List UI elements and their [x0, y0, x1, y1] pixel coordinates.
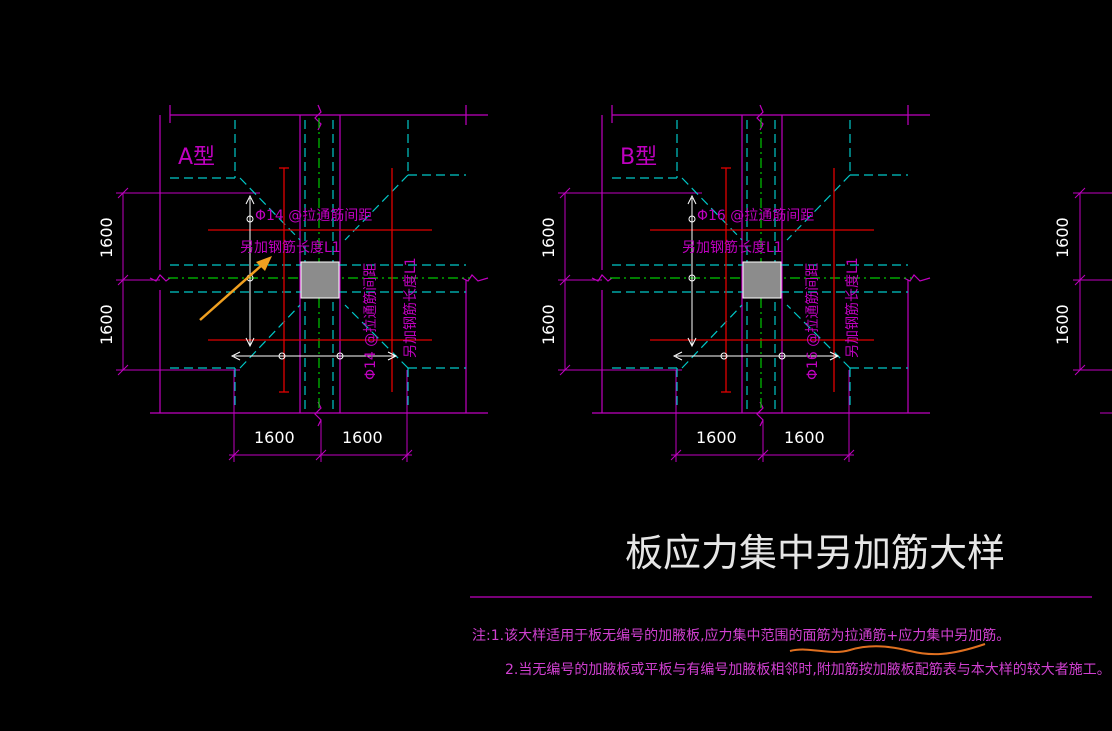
rebar-length-top-a: 另加钢筋长度L1	[240, 239, 341, 256]
type-label-a: A型	[178, 145, 215, 170]
rebar-label-side-a: Φ14 @拉通筋间距	[362, 263, 379, 380]
drawing-title: 板应力集中另加筋大样	[625, 531, 1005, 575]
dim-vertical-lower-b: 1600	[539, 304, 558, 345]
type-label-b: B型	[620, 145, 657, 170]
dim-vertical-upper-a: 1600	[97, 217, 116, 258]
rebar-label-top-b: Φ16 @拉通筋间距	[697, 207, 814, 224]
detail-b: B型 Φ16 @拉通筋间距 另加钢筋长度L1 Φ16 @拉通筋间距 另加钢筋长度…	[539, 104, 931, 462]
annotation-arrow-a	[199, 256, 272, 321]
column-a	[300, 261, 340, 299]
dimension-lines-c	[1073, 187, 1112, 414]
rebar-label-side-b: Φ16 @拉通筋间距	[804, 263, 821, 380]
rebar-label-top-a: Φ14 @拉通筋间距	[255, 207, 372, 224]
dim-horizontal-left-a: 1600	[254, 428, 295, 447]
rebar-extent-markers-a	[230, 194, 398, 361]
note-1: 注:1.该大样适用于板无编号的加腋板,应力集中范围的面筋为拉通筋+应力集中另加筋…	[472, 627, 1010, 644]
dim-vertical-upper-c: 1600	[1053, 217, 1072, 258]
slab-outline-b	[591, 104, 931, 427]
dim-vertical-upper-b: 1600	[539, 217, 558, 258]
rebar-length-top-b: 另加钢筋长度L1	[682, 239, 783, 256]
rebar-length-side-b: 另加钢筋长度L1	[844, 257, 861, 358]
additional-rebar-b	[650, 167, 874, 393]
note-2: 2.当无编号的加腋板或平板与有编号加腋板相邻时,附加筋按加腋板配筋表与本大样的较…	[505, 661, 1111, 678]
column-b	[742, 261, 782, 299]
annotation-scribble	[789, 643, 986, 656]
detail-c-partial: 1600 1600	[1053, 187, 1112, 414]
rebar-length-side-a: 另加钢筋长度L1	[402, 257, 419, 358]
additional-rebar-a	[208, 167, 432, 393]
dimension-lines-b	[558, 187, 855, 462]
detail-a: A型 Φ14 @拉通筋间距 另加钢筋长度L1 Φ14 @拉通筋间距 另加钢筋长度…	[97, 104, 489, 462]
dimension-lines-a	[116, 187, 413, 462]
dim-vertical-lower-c: 1600	[1053, 304, 1072, 345]
dim-horizontal-right-b: 1600	[784, 428, 825, 447]
dim-horizontal-right-a: 1600	[342, 428, 383, 447]
dim-vertical-lower-a: 1600	[97, 304, 116, 345]
rebar-extent-markers-b	[672, 194, 840, 361]
dim-horizontal-left-b: 1600	[696, 428, 737, 447]
